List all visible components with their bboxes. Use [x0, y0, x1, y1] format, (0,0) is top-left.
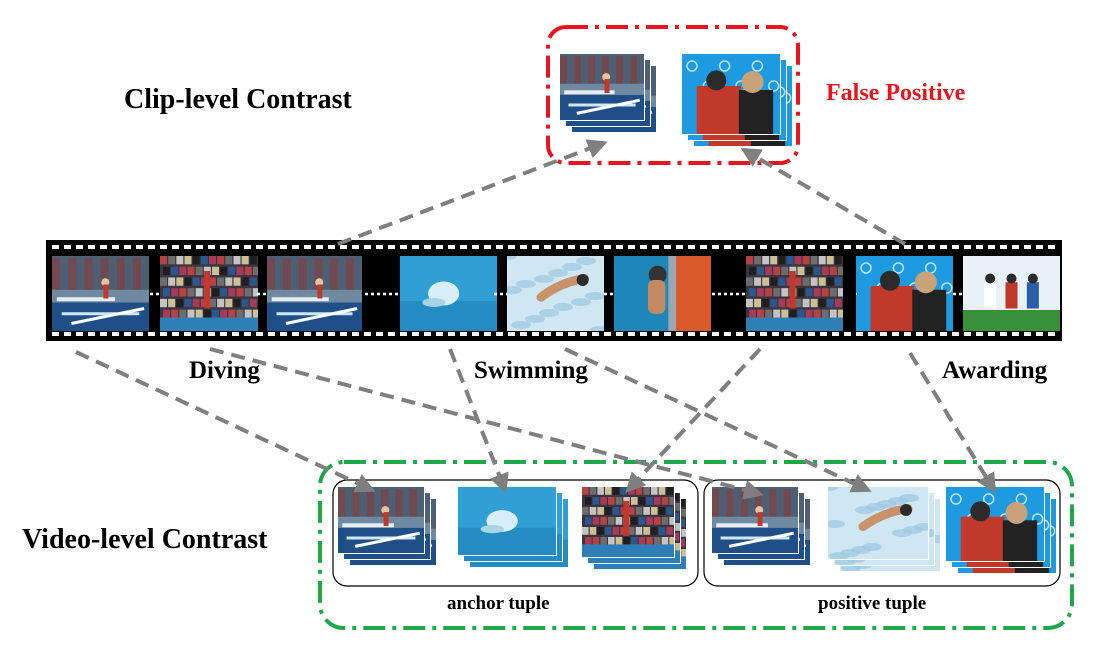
clip-level-title: Clip-level Contrast — [124, 84, 352, 115]
medal-ceremony-image — [856, 256, 953, 331]
dashed-arrow — [908, 351, 997, 494]
dashed-arrow — [448, 348, 509, 494]
diver-jump-image — [267, 256, 362, 331]
dashed-arrow — [337, 139, 608, 246]
segment-label-awarding: Awarding — [942, 357, 1048, 384]
positive-tuple-box — [703, 479, 1061, 587]
crowd-diver-image — [160, 256, 258, 331]
video-level-box — [318, 460, 1074, 630]
swimmer-poolside-image — [614, 256, 711, 331]
segment-label-diving: Diving — [189, 357, 260, 384]
dashed-arrow — [564, 347, 872, 493]
positive-splash-stack — [827, 486, 941, 572]
anchor-crowd-stack — [581, 486, 687, 570]
segment-label-swimming: Swimming — [474, 357, 588, 384]
anchor-tuple-box — [332, 479, 699, 587]
anchor-diving-stack — [337, 486, 437, 566]
dashed-arrow — [75, 350, 376, 493]
dashed-arrow — [625, 347, 762, 493]
false-positive-award-stack — [681, 53, 793, 147]
underwater-swimmer-image — [400, 256, 497, 331]
false-positive-box — [546, 25, 800, 165]
dashed-arrow — [740, 147, 907, 246]
film-strip — [46, 240, 1062, 341]
dashed-arrow — [209, 347, 764, 500]
positive-tuple-label: positive tuple — [818, 593, 927, 614]
positive-diving-stack — [711, 486, 811, 566]
anchor-underwater-stack — [457, 486, 569, 568]
swimmer-splash-image — [507, 256, 604, 331]
anchor-tuple-label: anchor tuple — [447, 593, 550, 614]
diver-on-platform-image — [52, 256, 149, 331]
podium-image — [963, 256, 1060, 331]
video-level-title: Video-level Contrast — [22, 524, 268, 555]
false-positive-diving-stack — [559, 53, 657, 133]
false-positive-label: False Positive — [826, 80, 966, 106]
athlete-celebrating-image — [746, 256, 843, 331]
positive-award-stack — [945, 486, 1057, 574]
